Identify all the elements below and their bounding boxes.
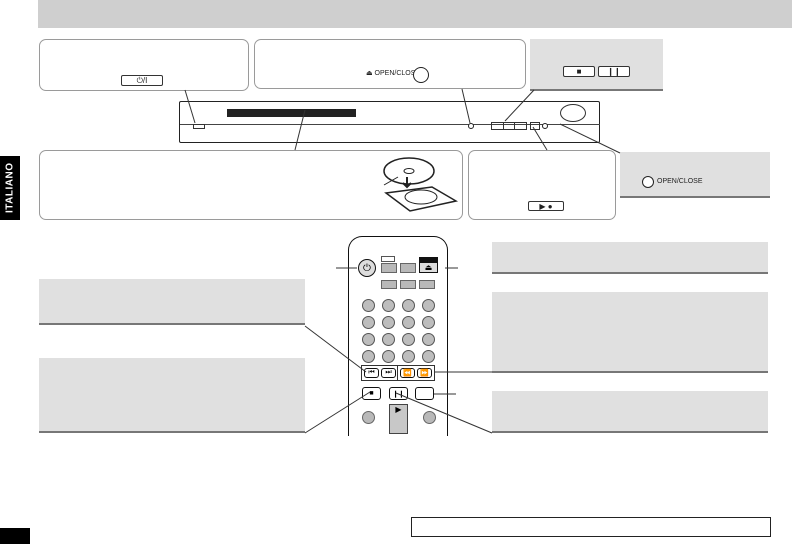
remote-stop-button[interactable]: ■ [362, 387, 381, 400]
page-corner-block [0, 528, 30, 544]
remote-number-button[interactable] [362, 316, 375, 329]
power-switch [193, 124, 205, 129]
remote-top-label [381, 256, 395, 262]
panel-transport-buttons [491, 122, 527, 130]
pause-label: ❙❙ [607, 67, 621, 76]
remote-number-button[interactable] [382, 299, 395, 312]
play-button-label: ▶ ● [539, 201, 553, 211]
stop-button-illustration: ■ [563, 66, 595, 77]
remote-power-label: ⏻ [363, 262, 371, 274]
remote-bottom-left-button[interactable] [362, 411, 375, 424]
player-front-panel [179, 101, 600, 143]
stop-pause-callout: ■ ❙❙ [530, 39, 663, 91]
remote-number-button[interactable] [402, 333, 415, 346]
search-group-outline [397, 365, 435, 381]
disc-tray [227, 109, 356, 117]
remote-number-button[interactable] [422, 299, 435, 312]
remote-number-button[interactable] [422, 333, 435, 346]
panel-display-window [560, 104, 586, 122]
remote-number-button[interactable] [382, 350, 395, 363]
disc-insert-callout [39, 150, 463, 220]
stop-label: ■ [576, 67, 582, 76]
remote-button[interactable] [400, 280, 416, 289]
remote-power-button[interactable]: ⏻ [358, 259, 376, 277]
panel-open-button [468, 123, 474, 129]
remote-number-button[interactable] [422, 350, 435, 363]
remote-number-button[interactable] [382, 333, 395, 346]
search-callout [492, 292, 768, 373]
remote-eject-label: ⏏ [424, 263, 433, 272]
remote-skip-prev-button[interactable]: ⏮ [364, 368, 379, 378]
remote-step-button[interactable] [415, 387, 434, 400]
remote-skip-prev-label: ⏮ [368, 369, 375, 376]
panel-line [180, 124, 600, 125]
eject-callout: ⏏ OPEN/CLOSE [254, 39, 526, 89]
pause-callout [492, 391, 768, 433]
remote-number-button[interactable] [402, 316, 415, 329]
remote-number-button[interactable] [362, 299, 375, 312]
remote-forward-button[interactable]: ⏩ [417, 368, 432, 378]
remote-number-button[interactable] [362, 350, 375, 363]
remote-bottom-right-button[interactable] [423, 411, 436, 424]
remote-button[interactable] [419, 280, 435, 289]
header-band [38, 0, 792, 28]
pause-button-illustration: ❙❙ [598, 66, 630, 77]
stop-callout [39, 358, 305, 433]
remote-button[interactable] [381, 263, 397, 273]
remote-button[interactable] [400, 263, 416, 273]
remote-rewind-button[interactable]: ⏪ [400, 368, 415, 378]
remote-forward-label: ⏩ [420, 370, 429, 377]
play-button-illustration: ▶ ● [528, 201, 564, 211]
remote-play-label: ▶ [395, 405, 402, 414]
open-close-round-icon [642, 176, 654, 188]
remote-number-button[interactable] [362, 333, 375, 346]
remote-number-button[interactable] [382, 316, 395, 329]
power-button-label: ⏻/I [136, 75, 148, 85]
remote-number-button[interactable] [422, 316, 435, 329]
remote-rewind-label: ⏪ [403, 370, 412, 377]
power-eject-callout [492, 242, 768, 274]
open-close-callout: OPEN/CLOSE [620, 152, 770, 198]
remote-stop-label: ■ [369, 390, 374, 397]
skip-callout [39, 279, 305, 325]
footer-box [411, 517, 771, 537]
power-button-illustration: ⏻/I [121, 75, 163, 86]
open-close-label: OPEN/CLOSE [657, 178, 703, 185]
remote-eject-label-bar [419, 257, 438, 262]
remote-control: ⏻ ⏏ ⏮ ⏭ ⏪ ⏩ ■ ❙❙ ▶ [348, 236, 448, 436]
disc-insert-icon [383, 157, 459, 212]
remote-skip-next-label: ⏭ [385, 369, 392, 376]
remote-number-button[interactable] [402, 299, 415, 312]
open-close-button-icon [413, 67, 429, 83]
play-callout: ▶ ● [468, 150, 616, 220]
eject-label: ⏏ OPEN/CLOSE [366, 70, 421, 77]
remote-number-button[interactable] [402, 350, 415, 363]
remote-eject-button[interactable]: ⏏ [419, 262, 438, 273]
remote-play-button[interactable]: ▶ [389, 404, 408, 434]
power-callout: ⏻/I [39, 39, 249, 91]
remote-skip-next-button[interactable]: ⏭ [381, 368, 396, 378]
remote-button[interactable] [381, 280, 397, 289]
panel-jog-button [542, 123, 548, 129]
